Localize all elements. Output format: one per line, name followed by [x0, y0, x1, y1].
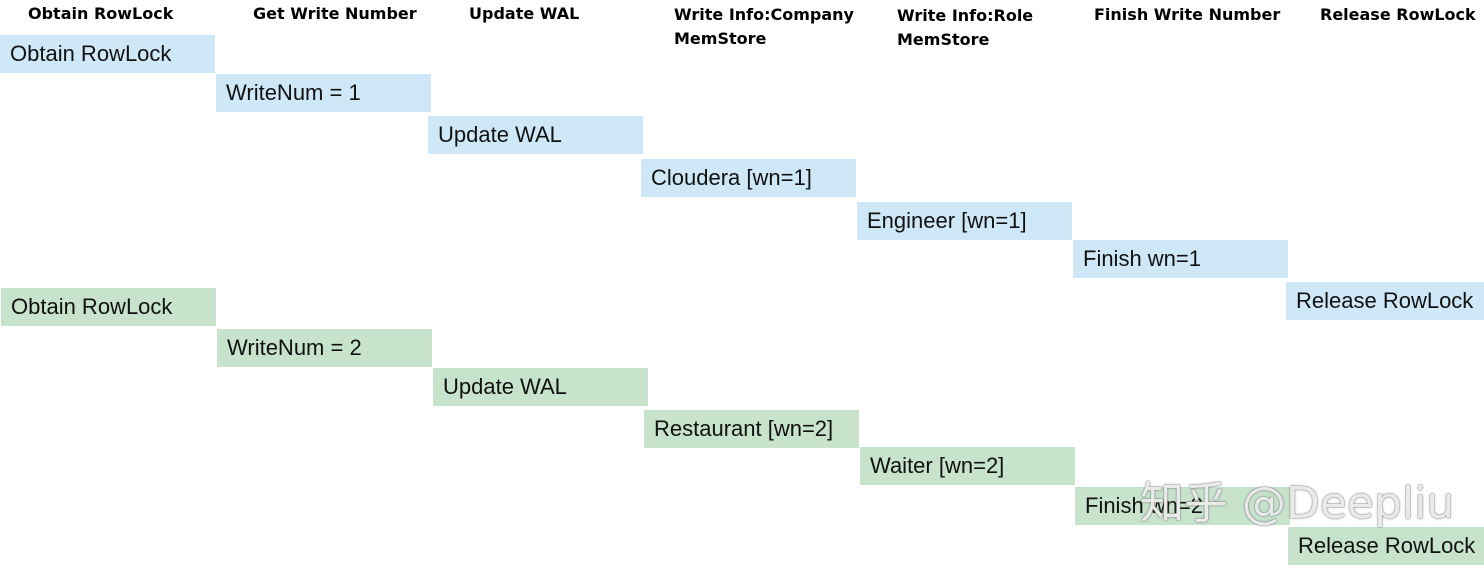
tx2-step-write-num: WriteNum = 2 — [217, 329, 432, 367]
tx1-step-obtain-rowlock: Obtain RowLock — [0, 35, 215, 73]
tx2-step-release-rowlock: Release RowLock — [1288, 527, 1484, 565]
column-header-write-company-memstore: Write Info:Company MemStore — [674, 5, 854, 48]
tx2-step-obtain-rowlock: Obtain RowLock — [1, 288, 216, 326]
column-header-obtain-rowlock: Obtain RowLock — [28, 4, 174, 23]
column-header-release-rowlock: Release RowLock — [1320, 5, 1476, 24]
column-header-write-role-memstore: Write Info:Role MemStore — [897, 6, 1034, 49]
column-header-finish-write-number: Finish Write Number — [1094, 5, 1281, 24]
tx1-step-role-memstore: Engineer [wn=1] — [857, 202, 1072, 240]
tx1-step-write-num: WriteNum = 1 — [216, 74, 431, 112]
tx2-step-finish-wn: Finish wn=2 — [1075, 487, 1290, 525]
column-header-get-write-number: Get Write Number — [253, 4, 417, 23]
tx1-step-update-wal: Update WAL — [428, 116, 643, 154]
tx1-step-finish-wn: Finish wn=1 — [1073, 240, 1288, 278]
tx1-step-release-rowlock: Release RowLock — [1286, 282, 1484, 320]
tx1-step-company-memstore: Cloudera [wn=1] — [641, 159, 856, 197]
column-header-update-wal: Update WAL — [469, 4, 580, 23]
tx2-step-update-wal: Update WAL — [433, 368, 648, 406]
tx2-step-company-memstore: Restaurant [wn=2] — [644, 410, 859, 448]
tx2-step-role-memstore: Waiter [wn=2] — [860, 447, 1075, 485]
